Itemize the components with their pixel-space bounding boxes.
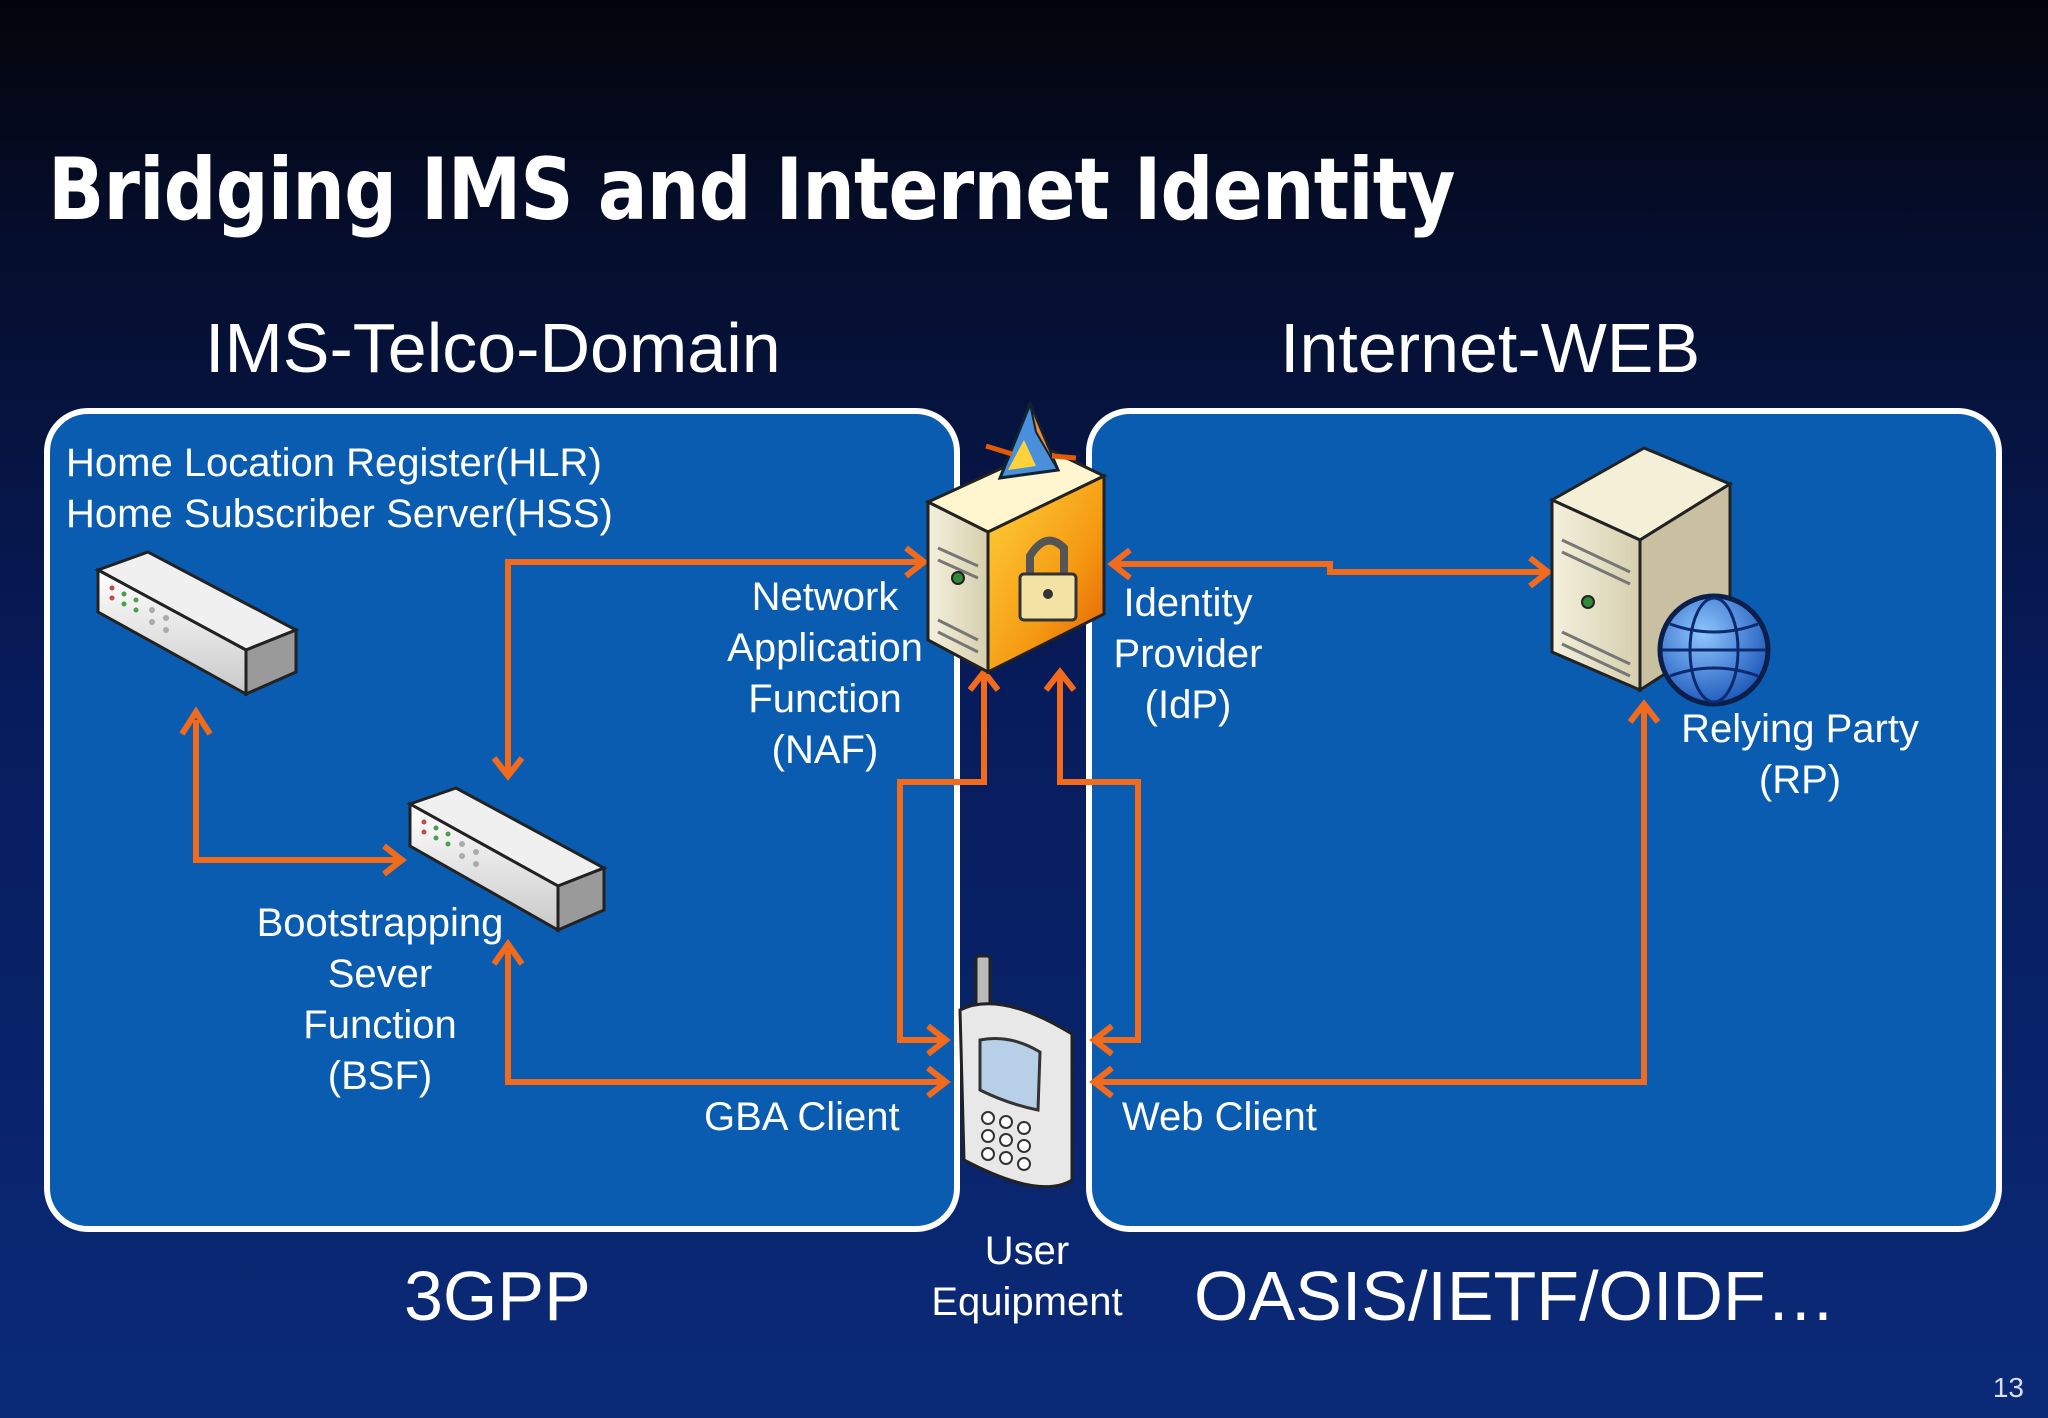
bsf-appliance-icon bbox=[406, 786, 608, 933]
slide-title: Bridging IMS and Internet Identity bbox=[48, 140, 1455, 240]
naf-label-line: Network bbox=[751, 575, 899, 619]
bsf-label-line: Function bbox=[303, 1003, 457, 1047]
rp-label: Relying Party (RP) bbox=[1660, 704, 1940, 806]
hlr-hss-appliance-icon bbox=[94, 550, 300, 697]
internet-web-panel bbox=[1086, 408, 2002, 1232]
gba-client-label: GBA Client bbox=[704, 1095, 900, 1139]
left-domain-footer: 3GPP bbox=[404, 1257, 591, 1335]
naf-idp-secure-server-icon bbox=[924, 400, 1108, 675]
idp-label-line: Identity bbox=[1123, 581, 1253, 625]
naf-label-line: Application bbox=[727, 626, 923, 670]
hlr-hss-label: Home Location Register(HLR) Home Subscri… bbox=[66, 438, 613, 540]
idp-label-line: Provider bbox=[1113, 632, 1263, 676]
naf-label-line: (NAF) bbox=[771, 728, 879, 772]
bsf-label-line: (BSF) bbox=[327, 1054, 433, 1098]
idp-rp-arrow bbox=[1116, 561, 1544, 575]
left-domain-heading: IMS-Telco-Domain bbox=[205, 309, 781, 387]
rp-web-client-arrow bbox=[1098, 708, 1647, 1085]
idp-label: Identity Provider (IdP) bbox=[1100, 578, 1276, 731]
rp-label-line: Relying Party bbox=[1681, 707, 1919, 751]
ue-naf-arrow bbox=[897, 676, 987, 1043]
ue-idp-arrow bbox=[1057, 676, 1141, 1043]
idp-label-line: (IdP) bbox=[1144, 683, 1232, 727]
naf-label-line: Function bbox=[748, 677, 902, 721]
user-equipment-label: User Equipment bbox=[902, 1226, 1152, 1328]
user-equipment-phone-icon bbox=[958, 954, 1074, 1189]
bsf-label-line: Sever bbox=[327, 952, 433, 996]
ue-label-line: Equipment bbox=[931, 1280, 1123, 1324]
page-number: 13 bbox=[1992, 1372, 2024, 1403]
naf-label: Network Application Function (NAF) bbox=[700, 572, 950, 776]
hlr-label-line: Home Location Register(HLR) bbox=[66, 441, 602, 485]
right-domain-heading: Internet-WEB bbox=[1280, 309, 1701, 387]
ue-label-line: User bbox=[984, 1229, 1070, 1273]
right-domain-footer: OASIS/IETF/OIDF… bbox=[1194, 1257, 1836, 1335]
bsf-label: Bootstrapping Sever Function (BSF) bbox=[230, 898, 530, 1102]
rp-label-line: (RP) bbox=[1758, 758, 1842, 802]
bsf-label-line: Bootstrapping bbox=[256, 901, 504, 945]
naf-bsf-arrow bbox=[505, 559, 920, 772]
rp-web-server-icon bbox=[1548, 446, 1771, 707]
bsf-ue-gba-arrow bbox=[505, 950, 942, 1085]
web-client-label: Web Client bbox=[1122, 1095, 1317, 1139]
hlr-bsf-arrow bbox=[193, 720, 398, 863]
hss-label-line: Home Subscriber Server(HSS) bbox=[66, 492, 613, 536]
